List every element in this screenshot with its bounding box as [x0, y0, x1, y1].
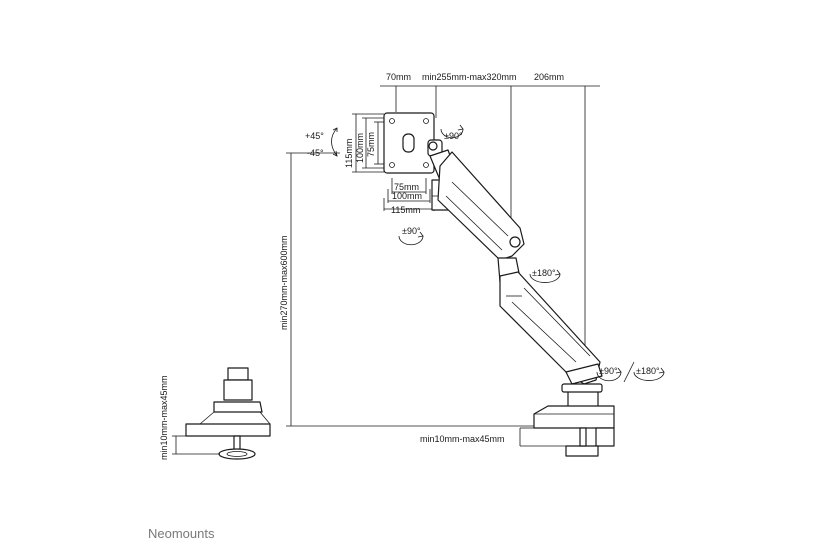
dim-base-offset: 206mm [534, 72, 564, 82]
height-range-label: min270mm-max600mm [279, 235, 289, 330]
tilt-up-label: +45° [305, 131, 324, 141]
tilt-arrow-icon [331, 127, 338, 157]
vesa-width-115: 115mm [391, 205, 420, 215]
desk-thickness-label-bottom: min10mm-max45mm [420, 434, 505, 444]
elbow-rotation-badge [529, 269, 561, 283]
vesa-width-100: 100mm [392, 191, 422, 201]
vesa-height-100: 100mm [355, 133, 365, 163]
base-swivel-label-b: ±180° [636, 366, 660, 376]
desk-thickness-dimension-bottom [519, 427, 596, 447]
dim-vesa-offset: 70mm [386, 72, 411, 82]
base-swivel-badge-b [633, 367, 665, 381]
swivel-head-label: ±90° [402, 226, 421, 236]
swivel-head-badge [398, 231, 424, 246]
top-dimension-lines [380, 85, 600, 352]
vesa-plate [383, 112, 435, 174]
dim-arm-reach: min255mm-max320mm [422, 72, 517, 82]
base-swivel-badge-a [596, 367, 622, 382]
brand-logo: Neomounts [148, 526, 215, 541]
elbow-rotation-label: ±180° [532, 268, 556, 278]
desk-clamp-mounted [533, 405, 615, 457]
vesa-horizontal-dimensions [383, 178, 435, 211]
vesa-height-115: 115mm [344, 139, 354, 168]
height-dimension [286, 152, 534, 427]
vesa-vertical-dimensions [352, 113, 384, 173]
desk-thickness-dimension-side [172, 435, 220, 455]
desk-clamp-standalone [185, 367, 271, 460]
rotate-head-badge [440, 124, 464, 139]
vesa-height-75: 75mm [366, 132, 376, 157]
monitor-arm [427, 139, 603, 411]
base-swivel-label-a: ±90° [599, 366, 618, 376]
desk-thickness-label-side: min10mm-max45mm [159, 375, 169, 460]
vesa-width-75: 75mm [394, 182, 419, 192]
rotate-head-label: ±90° [444, 131, 463, 141]
slash-divider [623, 361, 635, 383]
